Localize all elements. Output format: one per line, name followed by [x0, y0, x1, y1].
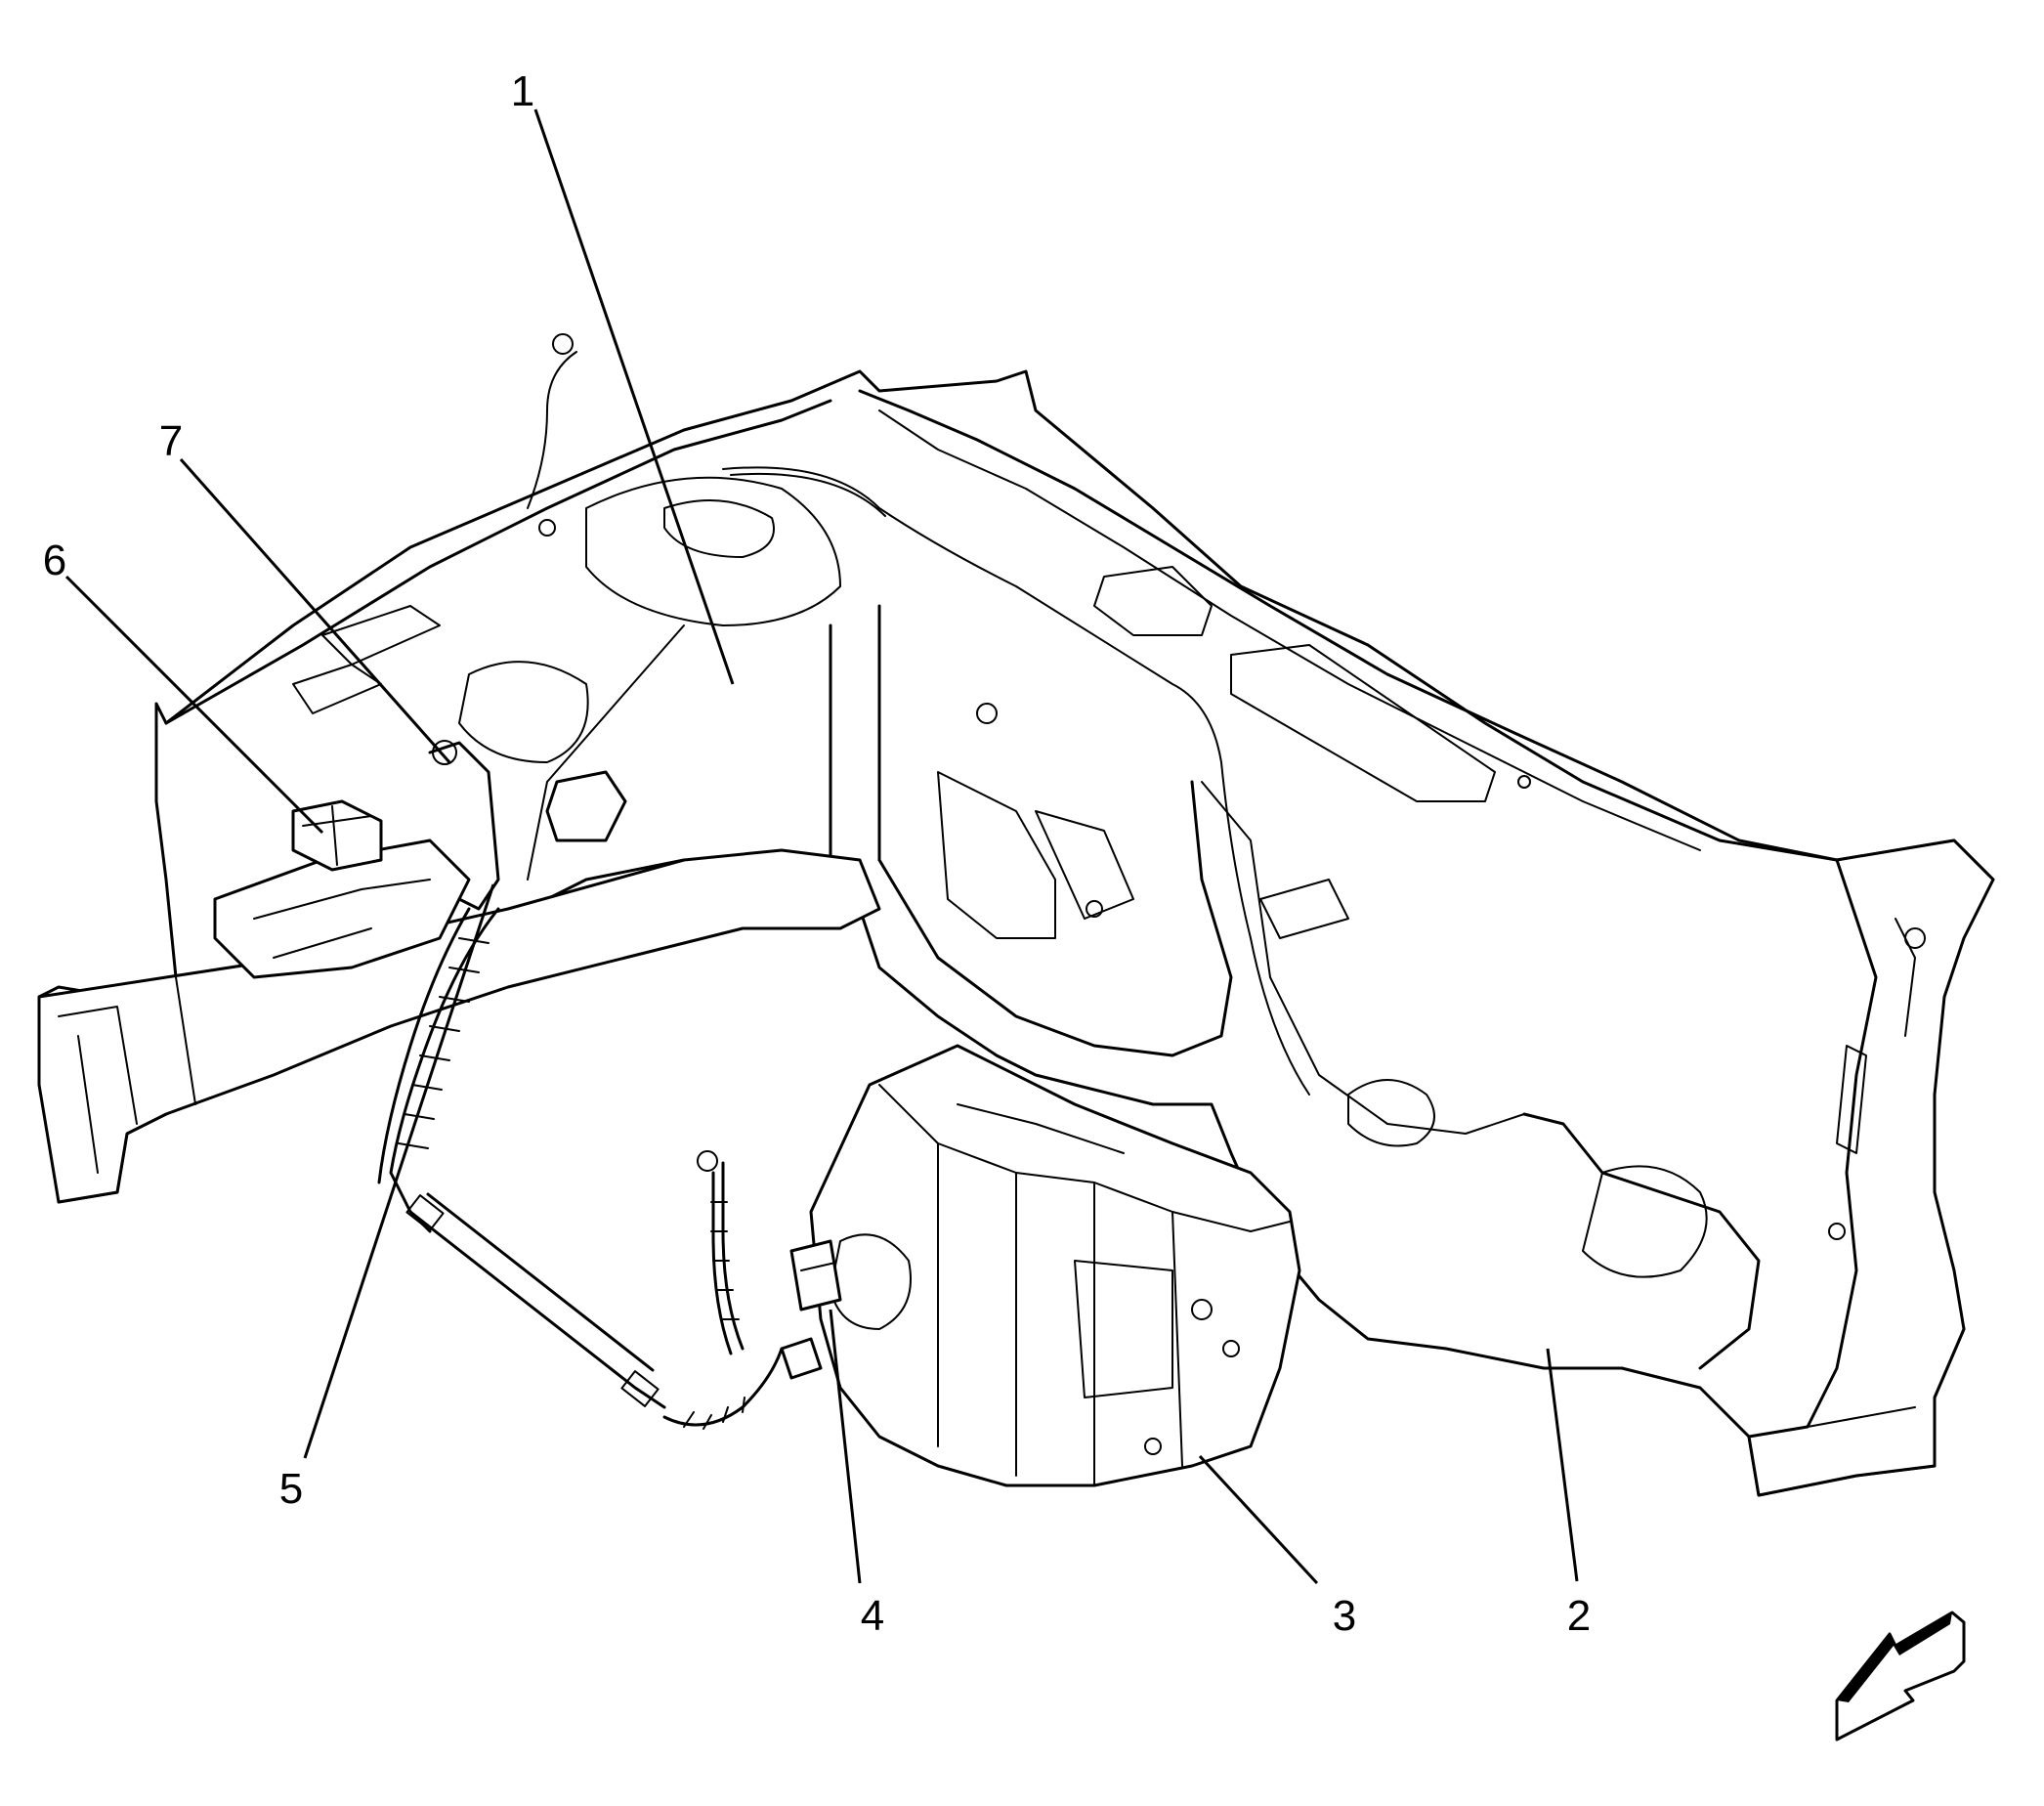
leader-line-2	[1546, 1348, 1579, 1582]
callout-labels: 1 2 3 4 5 6 7	[43, 67, 1591, 1640]
leader-line-5	[303, 883, 495, 1459]
dash-panel-body-structure	[37, 369, 1995, 1497]
callout-label-5: 5	[279, 1465, 303, 1513]
leader-line-7	[179, 458, 451, 763]
callout-label-4: 4	[861, 1592, 884, 1640]
callout-label-2: 2	[1567, 1592, 1591, 1640]
callout-label-1: 1	[511, 67, 534, 115]
front-direction-arrow-icon	[1835, 1611, 1966, 1742]
callout-label-7: 7	[159, 417, 183, 465]
callout-label-3: 3	[1333, 1592, 1356, 1640]
left-module-and-bracket	[213, 333, 627, 979]
leader-line-4	[829, 1309, 862, 1584]
leader-line-3	[1198, 1454, 1319, 1585]
leader-lines	[64, 108, 1579, 1585]
leader-line-6	[64, 575, 324, 835]
hvac-module	[780, 1044, 1301, 1487]
leader-line-1	[533, 108, 735, 685]
callout-label-6: 6	[43, 537, 66, 584]
